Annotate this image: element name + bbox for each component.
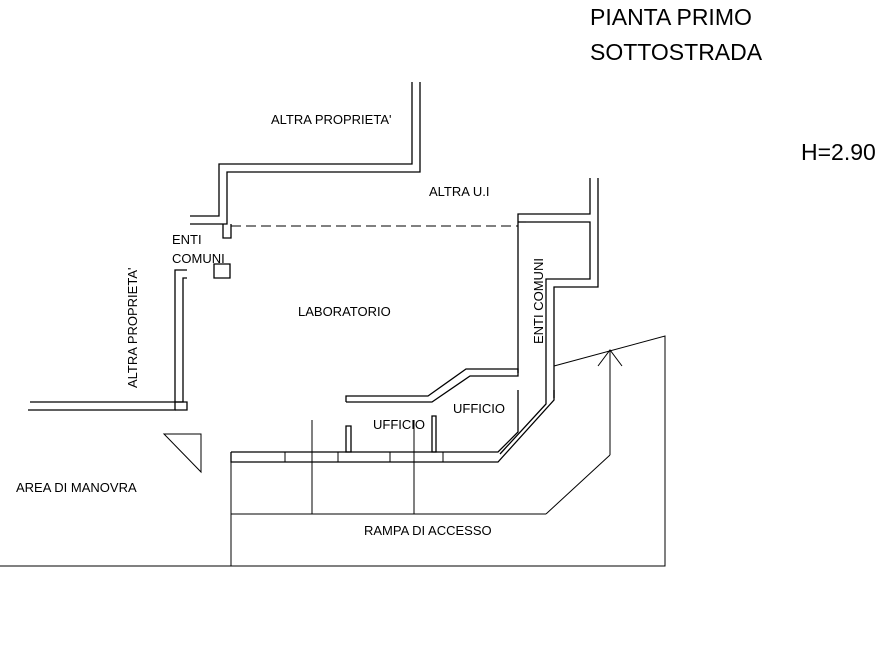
label-enti-comuni-vertical: ENTI COMUNI: [531, 258, 546, 344]
label-ufficio-1: UFFICIO: [453, 401, 505, 416]
wall-west-inner: [30, 277, 187, 403]
entrance-triangle-marker: [162, 433, 202, 474]
wall-south-return: [499, 398, 547, 455]
wall-south-facade: [230, 390, 555, 463]
partition-office-divider: [431, 415, 437, 453]
label-enti-line-2: COMUNI: [172, 251, 225, 266]
wall-north-outer: [190, 82, 413, 217]
partition-office-slanted: [345, 368, 519, 403]
label-ufficio-2: UFFICIO: [373, 417, 425, 432]
wall-west-jamb: [175, 401, 188, 411]
wall-pier: [222, 224, 232, 239]
label-enti-line-1: ENTI: [172, 232, 202, 247]
wall-east-shaft-outer: [517, 178, 591, 373]
ramp-line-2: [545, 454, 611, 515]
label-altra-proprieta-left: ALTRA PROPRIETA': [125, 268, 140, 388]
label-rampa-di-accesso: RAMPA DI ACCESSO: [364, 523, 492, 538]
plan-title-line-2: SOTTOSTRADA: [590, 39, 763, 65]
label-area-di-manovra: AREA DI MANOVRA: [16, 480, 137, 495]
ramp-direction-arrow: [597, 349, 623, 367]
label-laboratorio: LABORATORIO: [298, 304, 391, 319]
wall-east-shaft-mid: [526, 221, 591, 398]
label-altra-ui: ALTRA U.I: [429, 184, 489, 199]
partition-office-vertical: [345, 425, 352, 453]
ramp-outline: [230, 335, 666, 567]
height-note: H=2.90: [801, 139, 876, 165]
wall-north-inner: [190, 82, 421, 225]
label-altra-proprieta-top: ALTRA PROPRIETA': [271, 112, 391, 127]
wall-east-shaft-inner: [553, 178, 599, 398]
wall-west-outer: [28, 269, 187, 411]
plan-title-line-1: PIANTA PRIMO: [590, 4, 752, 30]
small-column: [213, 263, 231, 279]
